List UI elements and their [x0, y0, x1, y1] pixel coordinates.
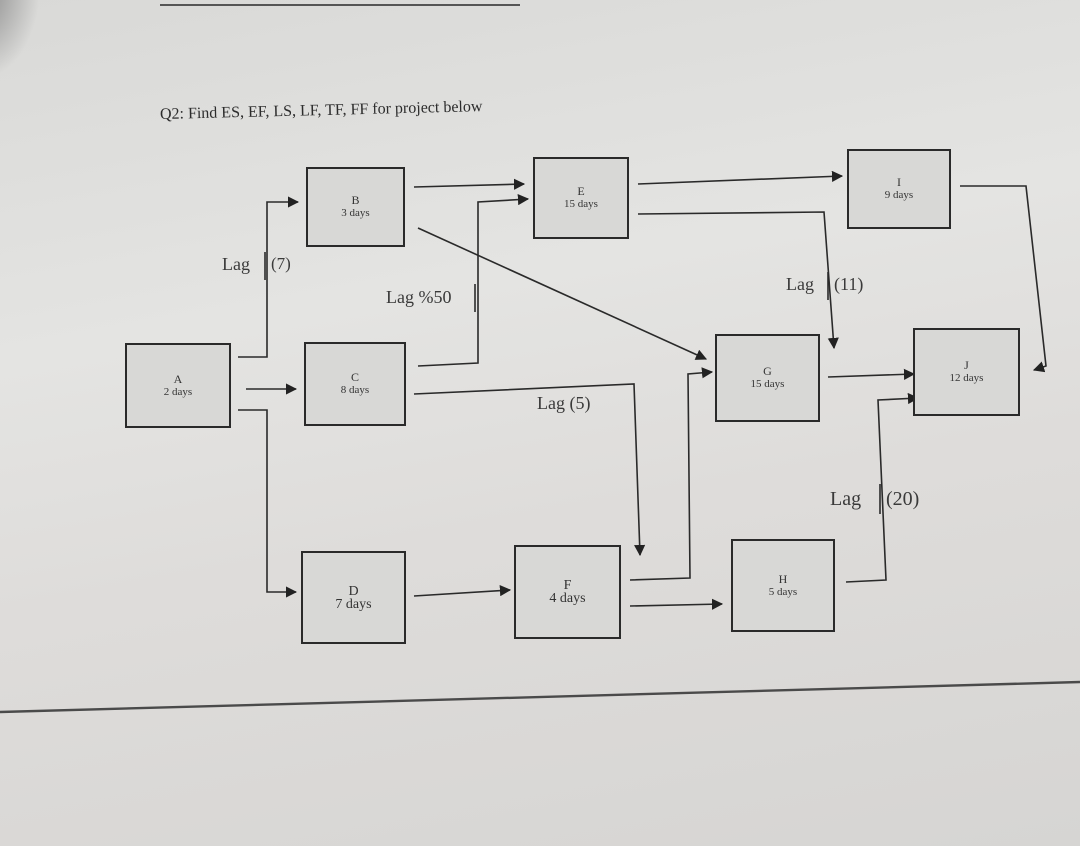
node-b-name: B — [351, 193, 360, 207]
edge-g-j — [827, 368, 916, 380]
node-e-duration: 15 days — [564, 198, 598, 210]
edge-h-j — [845, 392, 920, 583]
edge-b-g — [417, 227, 708, 360]
lag-label-ab: Lag — [222, 254, 250, 274]
node-g: G 15 days — [715, 334, 820, 422]
edge-c-e — [417, 194, 530, 367]
lag-label-ce: Lag %50 — [386, 287, 452, 307]
node-i-name: I — [897, 175, 901, 189]
node-j: J 12 days — [913, 328, 1020, 416]
node-d: D 7 days — [301, 551, 406, 644]
paper-shadow — [0, 0, 40, 80]
node-h: H 5 days — [731, 539, 835, 632]
edge-e-g — [637, 211, 839, 350]
edge-f-g — [629, 367, 714, 581]
edge-a-b — [238, 196, 300, 358]
node-f-duration: 4 days — [549, 591, 586, 606]
node-b: B 3 days — [306, 167, 405, 247]
node-i-duration: 9 days — [884, 189, 914, 201]
lag-label-eg: Lag — [786, 274, 814, 294]
node-f: F 4 days — [514, 545, 621, 639]
node-c: C 8 days — [304, 342, 406, 426]
edge-d-f — [413, 585, 512, 597]
edge-c-f — [413, 383, 646, 557]
node-c-name: C — [350, 370, 359, 384]
edge-i-j — [960, 185, 1047, 373]
bottom-rule — [0, 680, 1080, 714]
node-e: E 15 days — [533, 157, 629, 239]
node-g-name: G — [763, 364, 772, 378]
node-d-duration: 7 days — [335, 596, 372, 612]
node-a-duration: 2 days — [163, 385, 193, 398]
top-rule — [160, 0, 520, 6]
node-h-name: H — [778, 571, 788, 586]
node-d-name: D — [348, 583, 359, 599]
lag-value-ab: (7) — [271, 254, 291, 273]
edge-f-h — [629, 598, 724, 610]
lag-value-eg: (11) — [834, 274, 864, 294]
node-b-duration: 3 days — [341, 207, 370, 219]
edge-b-e — [413, 178, 526, 190]
node-e-name: E — [577, 184, 585, 198]
node-c-duration: 8 days — [340, 384, 370, 396]
edge-e-i — [637, 170, 844, 185]
node-f-name: F — [563, 578, 572, 593]
lag-label-hj: Lag — [830, 488, 862, 510]
node-j-duration: 12 days — [949, 372, 984, 384]
node-a: A 2 days — [125, 343, 231, 428]
lag-value-hj: (20) — [886, 488, 920, 510]
node-i: I 9 days — [847, 149, 951, 229]
node-g-duration: 15 days — [750, 378, 785, 390]
node-j-name: J — [964, 358, 969, 372]
node-h-duration: 5 days — [768, 585, 798, 598]
node-a-name: A — [173, 371, 183, 386]
edge-a-d — [238, 409, 298, 598]
lag-label-cf: Lag (5) — [537, 393, 591, 413]
